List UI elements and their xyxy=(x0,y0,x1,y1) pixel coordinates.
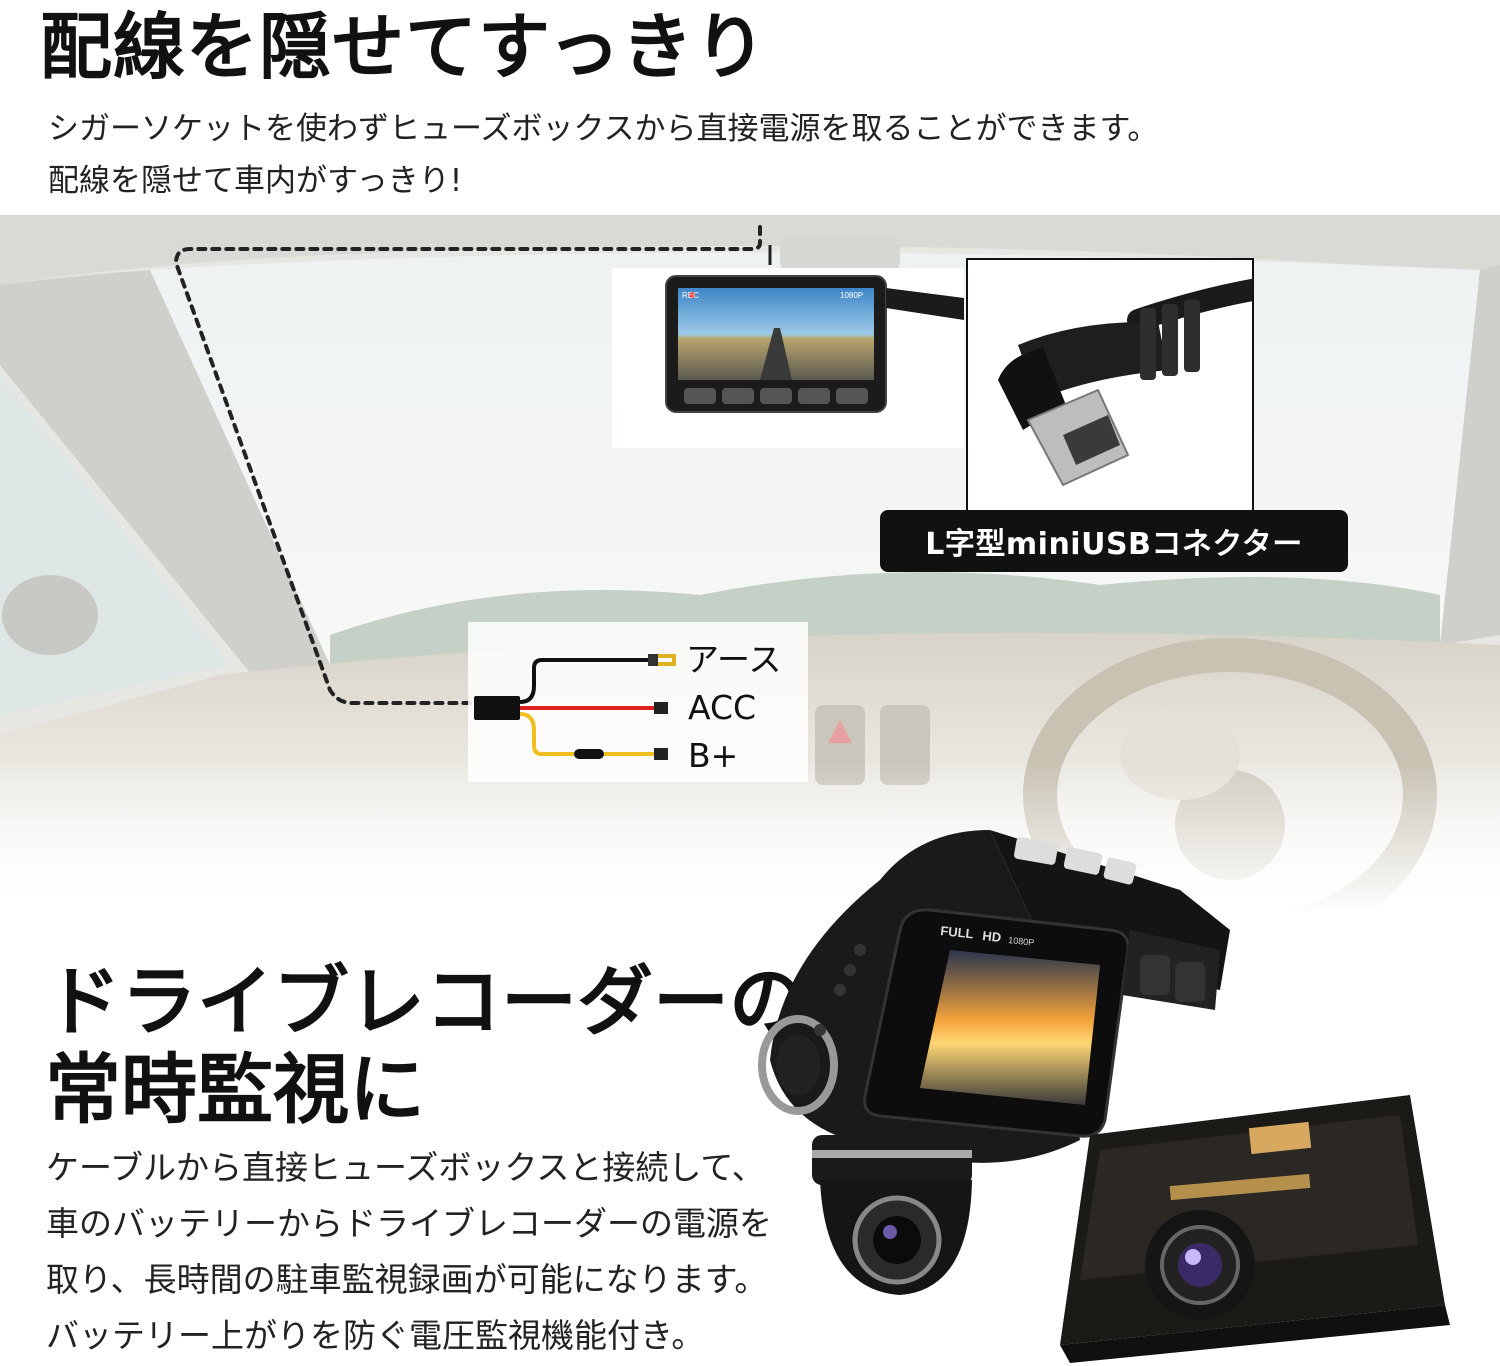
dashcam-image: REC 1080P xyxy=(612,268,964,448)
screen-rec-text: REC xyxy=(682,291,699,300)
wire-label-ground: アース xyxy=(686,640,782,679)
wire-label-acc: ACC xyxy=(688,688,757,727)
body-line-3: 取り、長時間の駐車監視録画が可能になります。 xyxy=(46,1260,768,1299)
section1-lead: シガーソケットを使わずヒューズボックスから直接電源を取ることができます。 配線を… xyxy=(48,103,1158,207)
badge-full-text: FULL xyxy=(940,923,975,941)
section2-title: ドライブレコーダーの 常時監視に xyxy=(45,958,805,1134)
section2-title-line-1: ドライブレコーダーの xyxy=(45,957,805,1046)
section2-body: ケーブルから直接ヒューズボックスと接続して、 車のバッテリーからドライブレコーダ… xyxy=(46,1140,772,1364)
compact-dashcam-image xyxy=(1050,1095,1460,1365)
screen-res-text: 1080P xyxy=(840,291,863,300)
connector-label: L字型miniUSBコネクター xyxy=(880,510,1348,572)
badge-hd-text: HD xyxy=(982,928,1002,945)
wiring-diagram: アース ACC B+ xyxy=(468,622,808,782)
connector-closeup-image xyxy=(966,258,1263,514)
wire-label-battery: B+ xyxy=(688,736,739,775)
lead-line-1: シガーソケットを使わずヒューズボックスから直接電源を取ることができます。 xyxy=(48,111,1159,147)
section1-title: 配線を隠せてすっきり xyxy=(40,5,768,89)
badge-res-text: 1080P xyxy=(1008,935,1035,948)
body-line-2: 車のバッテリーからドライブレコーダーの電源を xyxy=(46,1204,772,1243)
rotating-dashcam-image: FULL HD 1080P xyxy=(750,820,1240,1300)
body-line-4: バッテリー上がりを防ぐ電圧監視機能付き。 xyxy=(46,1316,705,1355)
body-line-1: ケーブルから直接ヒューズボックスと接続して、 xyxy=(46,1148,765,1187)
lead-line-2: 配線を隠せて車内がすっきり! xyxy=(48,163,463,199)
section2-title-line-2: 常時監視に xyxy=(45,1045,425,1134)
